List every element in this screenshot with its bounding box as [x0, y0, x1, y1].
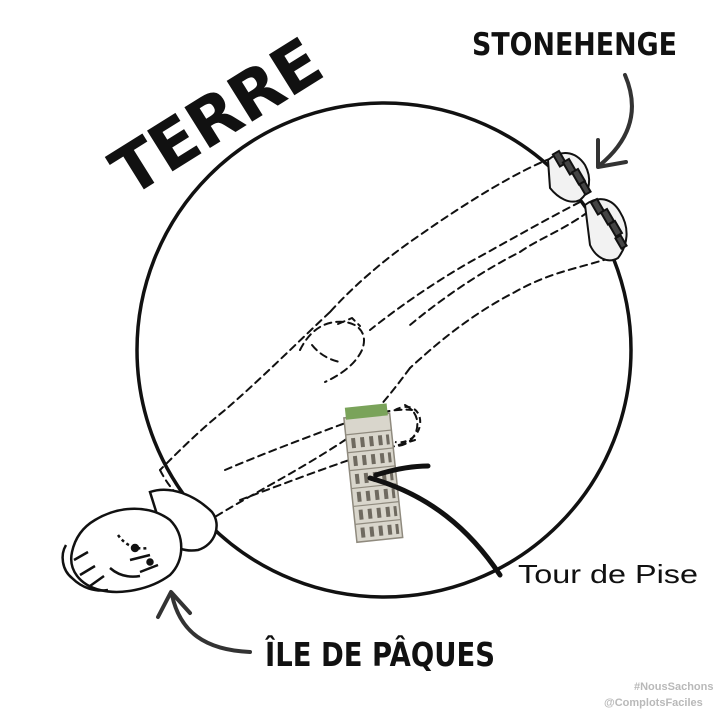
- stonehenge-label: STONEHENGE: [472, 27, 677, 63]
- arrow-to-tour-de-pise: [367, 463, 503, 578]
- watermark-hashtag: #NousSachons: [634, 681, 713, 693]
- arrow-to-stonehenge: [596, 73, 634, 169]
- easter-island-fist-icon: [61, 488, 218, 594]
- stonehenge-feet-icon: [546, 149, 628, 262]
- watermark-handle: @ComplotsFaciles: [604, 697, 703, 709]
- giant-hand-over-tower: [394, 405, 422, 444]
- tour-de-pise-label: Tour de Pise: [518, 559, 698, 589]
- ile-de-paques-label: ÎLE DE PÂQUES: [265, 634, 495, 674]
- earth-circle: [135, 101, 633, 599]
- arrow-to-ile-de-paques: [156, 590, 252, 654]
- hidden-giant-outline: [159, 157, 611, 521]
